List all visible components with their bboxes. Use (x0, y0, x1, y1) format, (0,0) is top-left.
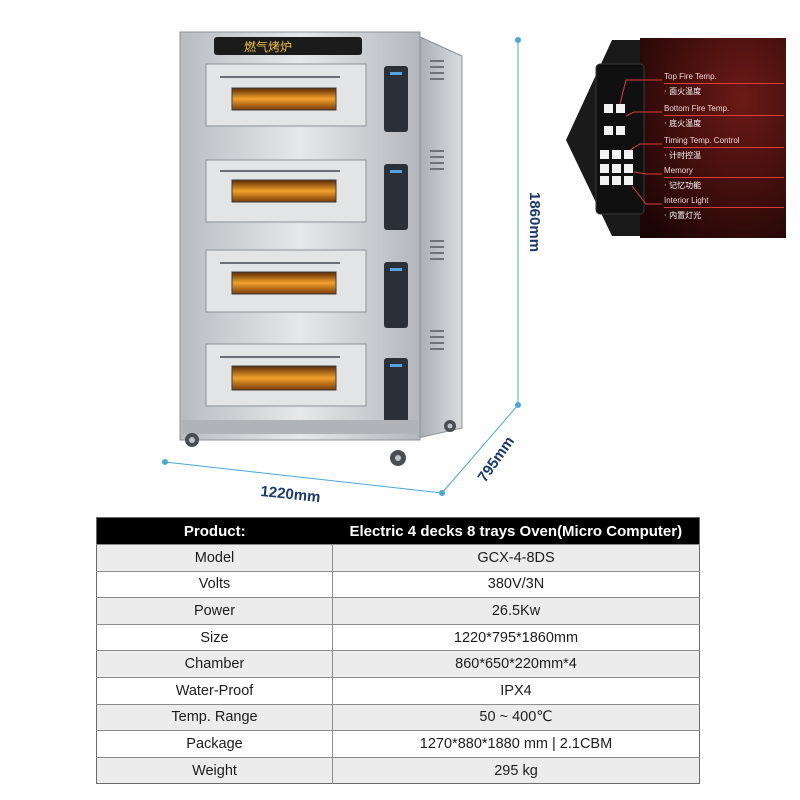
spec-label-model: Model (96, 544, 333, 572)
spec-label-volts: Volts (96, 570, 333, 598)
spec-label-package: Package (96, 730, 333, 758)
feature-label-zh: · 底火温度 (664, 119, 702, 128)
table-row: Model GCX-4-8DS (96, 544, 700, 572)
oven-illustration: 燃气烤炉 (162, 31, 786, 506)
deck-4 (205, 343, 367, 407)
table-row: Volts 380V/3N (96, 570, 700, 598)
feature-label: Bottom Fire Temp. (664, 104, 784, 116)
feature-label-zh: · 面火温度 (664, 87, 702, 96)
height-dimension-label: 1860mm (526, 192, 543, 252)
spec-header-value: Electric 4 decks 8 trays Oven(Micro Comp… (332, 517, 700, 545)
feature-interior-light: Interior Light · 内置灯光 (664, 196, 784, 226)
table-row: Size 1220*795*1860mm (96, 623, 700, 651)
feature-memory: Memory · 记忆功能 (664, 166, 784, 196)
deck-controls (384, 66, 408, 424)
side-vents (430, 60, 444, 350)
feature-bottom-fire: Bottom Fire Temp. · 底火温度 (664, 104, 784, 136)
spec-value-power: 26.5Kw (332, 597, 700, 625)
feature-label-zh: · 内置灯光 (664, 211, 702, 220)
feature-label-zh: · 计时控温 (664, 151, 702, 160)
oven-sign (214, 37, 362, 55)
spec-label-weight: Weight (96, 756, 333, 784)
feature-label: Memory (664, 166, 784, 178)
spec-value-model: GCX-4-8DS (332, 544, 700, 572)
spec-value-water-proof: IPX4 (332, 676, 700, 705)
spec-header-label: Product: (96, 517, 333, 545)
spec-label-power: Power (96, 597, 333, 625)
oven-decks (205, 63, 367, 407)
spec-label-chamber: Chamber (96, 650, 333, 678)
control-panel-callout (566, 38, 786, 238)
table-row: Temp. Range 50 ~ 400℃ (96, 703, 700, 731)
oven-side-panel (417, 35, 463, 439)
spec-value-temp-range: 50 ~ 400℃ (332, 703, 700, 731)
spec-label-temp-range: Temp. Range (96, 703, 333, 731)
table-row: Chamber 860*650*220mm*4 (96, 650, 700, 678)
depth-dimension-label: 795mm (475, 433, 519, 485)
width-dimension-label: 1220mm (260, 483, 321, 506)
feature-top-fire: Top Fire Temp. · 面火温度 (664, 72, 784, 104)
spec-value-package: 1270*880*1880 mm | 2.1CBM (332, 730, 700, 758)
spec-value-size: 1220*795*1860mm (332, 623, 700, 651)
dimension-lines (162, 37, 521, 496)
spec-label-size: Size (96, 623, 333, 651)
feature-label: Interior Light (664, 196, 784, 208)
spec-value-weight: 295 kg (332, 756, 700, 784)
deck-1 (205, 63, 367, 127)
spec-header-row: Product: Electric 4 decks 8 trays Oven(M… (96, 517, 700, 545)
spec-table: Product: Electric 4 decks 8 trays Oven(M… (96, 517, 700, 785)
deck-3 (205, 249, 367, 313)
control-panel-feature-list: Top Fire Temp. · 面火温度 Bottom Fire Temp. … (664, 72, 784, 226)
spec-value-volts: 380V/3N (332, 570, 700, 598)
table-row: Package 1270*880*1880 mm | 2.1CBM (96, 730, 700, 758)
table-row: Water-Proof IPX4 (96, 676, 700, 705)
feature-label: Timing Temp. Control (664, 136, 784, 148)
feature-label: Top Fire Temp. (664, 72, 784, 84)
spec-label-water-proof: Water-Proof (96, 676, 333, 705)
deck-2 (205, 159, 367, 223)
oven-sign-text: 燃气烤炉 (244, 39, 292, 54)
spec-value-chamber: 860*650*220mm*4 (332, 650, 700, 678)
feature-label-zh: · 记忆功能 (664, 181, 702, 190)
table-row: Weight 295 kg (96, 756, 700, 784)
table-row: Power 26.5Kw (96, 597, 700, 625)
feature-timing: Timing Temp. Control · 计时控温 (664, 136, 784, 166)
